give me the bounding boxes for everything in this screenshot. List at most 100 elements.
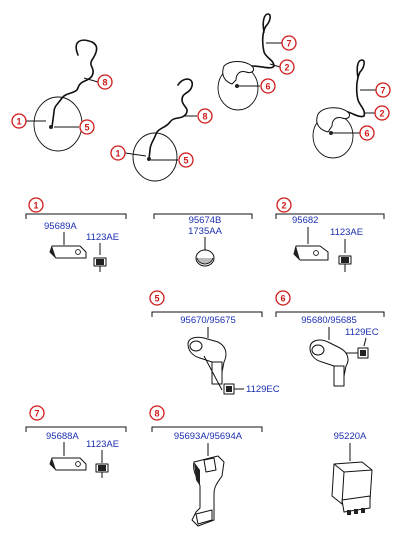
callout-2[interactable]: 2 [279,59,295,75]
part-number-1735AA[interactable]: 1735AA [188,226,222,237]
callout-1[interactable]: 1 [11,113,27,129]
clip-shadow [294,246,300,260]
sensor-bracket [316,107,351,133]
wheel-outline [33,96,83,152]
group-bracket-line [275,213,385,219]
clip-hole [313,250,319,256]
wheel-assembly-rear-right: 7 2 6 [312,59,391,159]
callout-5[interactable]: 5 [178,152,194,168]
svg-text:8: 8 [154,409,159,419]
part-number-1123AE[interactable]: 1123AE [86,439,119,450]
group-bracket-line [25,213,127,219]
bracket-tab [203,457,217,473]
wheel-assembly-front-left: 1 8 5 [11,39,113,152]
clip-hole [75,461,81,467]
relay-pin [361,508,365,513]
clip-shadow [50,458,56,470]
svg-text:1: 1 [115,149,120,159]
callout-1[interactable]: 1 [110,145,126,161]
callout-7[interactable]: 7 [281,35,297,51]
svg-text:6: 6 [265,82,270,92]
callout-2[interactable]: 2 [276,197,292,213]
svg-text:7: 7 [34,409,39,419]
wheel-outline [132,132,178,182]
sensor-tip [333,365,345,387]
callout-5[interactable]: 5 [79,119,95,135]
part-number-95693A-95694A[interactable]: 95693A/95694A [174,431,243,442]
svg-text:1: 1 [16,117,21,127]
leader-line [269,63,281,68]
part-number-95682[interactable]: 95682 [292,215,318,226]
callout-7[interactable]: 7 [375,82,391,98]
svg-text:6: 6 [364,129,369,139]
relay-pin [354,509,358,514]
callout-2[interactable]: 2 [374,105,390,121]
svg-text:8: 8 [102,78,107,88]
part-number-1123AE[interactable]: 1123AE [86,232,119,243]
sensor-point [235,84,239,88]
wheel-assembly-front-right: 1 8 5 [110,78,213,182]
relay-pin [347,510,351,515]
part-number-95674B[interactable]: 95674B [189,215,222,226]
group-bracket-line [151,311,263,317]
callout-5[interactable]: 5 [149,290,165,306]
svg-text:1: 1 [33,201,38,211]
part-number-95220A[interactable]: 95220A [334,431,367,442]
callout-7[interactable]: 7 [29,405,45,421]
part-number-95689A[interactable]: 95689A [44,221,77,232]
callout-6[interactable]: 6 [275,290,291,306]
svg-text:2: 2 [379,109,384,119]
part-number-1123AE[interactable]: 1123AE [330,227,363,238]
wheel-assembly-rear-left: 7 2 6 [217,13,297,111]
callout-8[interactable]: 8 [149,405,165,421]
sensor-wire [347,59,366,118]
callout-8[interactable]: 8 [97,74,113,90]
sensor-connector [311,344,325,356]
group-bracket-line [25,426,127,432]
svg-text:2: 2 [284,63,289,73]
part-group-2: 2 95682 1123AE [275,197,385,272]
leader-line [83,77,99,83]
svg-text:7: 7 [286,39,291,49]
leader-line [124,152,147,157]
group-bracket-line [151,426,263,432]
sensor-point [49,125,53,129]
part-number-1129EC[interactable]: 1129EC [345,327,379,338]
callout-8[interactable]: 8 [197,108,213,124]
sensor-wire [51,39,98,128]
sensor-bracket [222,61,255,85]
svg-text:2: 2 [281,201,286,211]
part-number-1129EC[interactable]: 1129EC [246,384,280,395]
svg-text:5: 5 [154,294,159,304]
svg-text:5: 5 [183,156,188,166]
part-number-95670-95675[interactable]: 95670/95675 [180,315,235,326]
part-group-8: 8 95693A/95694A [149,405,263,527]
part-number-95688A[interactable]: 95688A [46,431,79,442]
part-group-plug: 95674B 1735AA [153,213,253,267]
bolt-head [360,350,366,356]
part-group-1: 1 95689A 1123AE [25,197,127,272]
svg-text:8: 8 [202,112,207,122]
callout-6[interactable]: 6 [359,125,375,141]
relay-edge [341,471,345,505]
bolt-head [341,257,349,263]
grommet-shade [196,257,214,265]
sensor-wire [251,13,275,69]
part-group-7: 7 95688A 1123AE [25,405,127,478]
svg-text:7: 7 [380,86,385,96]
group-bracket-line [275,311,385,317]
sensor-wire [148,78,194,160]
part-group-5: 5 95670/95675 1129EC [149,290,280,395]
leader-line [363,337,367,347]
callout-6[interactable]: 6 [260,78,276,94]
part-group-6: 6 95680/95685 1129EC [275,290,385,387]
bolt-head [98,465,106,471]
callout-1[interactable]: 1 [28,197,44,213]
bolt-head [226,386,232,392]
leader-line [203,355,223,391]
part-number-95680-95685[interactable]: 95680/95685 [301,315,356,326]
svg-text:5: 5 [84,123,89,133]
sensor-point [147,157,151,161]
bracket-foot [195,509,213,525]
